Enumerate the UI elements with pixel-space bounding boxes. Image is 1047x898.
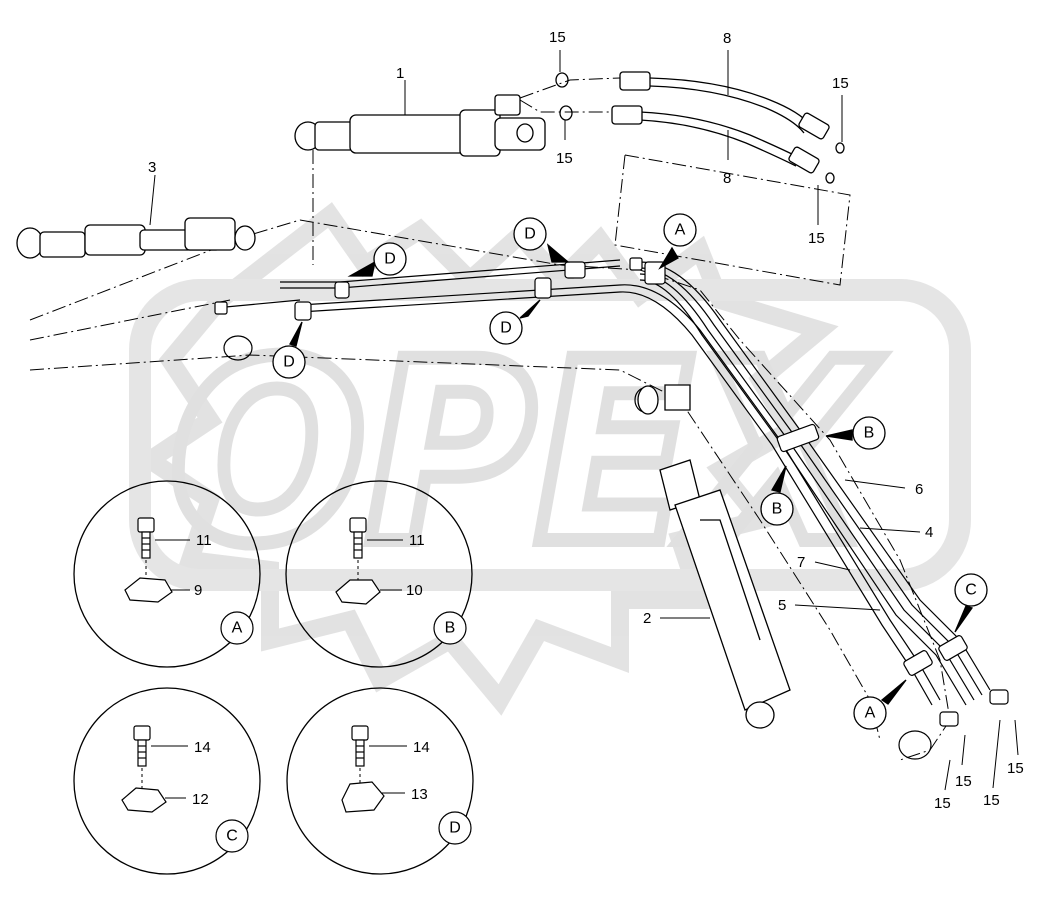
callout-c1: C xyxy=(965,582,977,599)
cylinder-1 xyxy=(294,94,546,157)
label-13: 13 xyxy=(411,786,428,803)
label-15g: 15 xyxy=(983,792,1000,809)
detail-a: 11 9 A xyxy=(73,480,261,668)
label-15a: 15 xyxy=(549,29,566,46)
callout-letters: D D A D D B B C A xyxy=(283,222,977,722)
label-7: 7 xyxy=(797,554,805,571)
pipe-fittings xyxy=(214,257,1009,727)
label-14b: 14 xyxy=(413,739,430,756)
bolt-icon xyxy=(137,517,155,559)
label-2: 2 xyxy=(643,610,651,627)
clamp-10-icon xyxy=(335,579,381,605)
connection-frame xyxy=(312,77,851,286)
detail-d: 14 13 D xyxy=(286,687,474,875)
callout-d1: D xyxy=(384,251,396,268)
bolt-icon xyxy=(351,725,369,767)
label-6: 6 xyxy=(915,481,923,498)
bolt-icon xyxy=(133,725,151,767)
label-11b: 11 xyxy=(409,532,425,549)
callout-b2: B xyxy=(772,501,783,518)
detail-d-letter: D xyxy=(449,820,461,837)
bolt-icon xyxy=(349,517,367,559)
detail-a-letter: A xyxy=(232,620,243,637)
label-11a: 11 xyxy=(196,532,212,549)
label-1: 1 xyxy=(396,65,404,82)
callout-d3: D xyxy=(500,320,512,337)
label-8b: 8 xyxy=(723,170,731,187)
label-4: 4 xyxy=(925,524,933,541)
hose-8-assembly xyxy=(555,71,845,184)
label-8a: 8 xyxy=(723,30,731,47)
clamp-13-icon xyxy=(341,781,385,813)
label-15c: 15 xyxy=(832,75,849,92)
label-3: 3 xyxy=(148,159,156,176)
detail-b: 11 10 B xyxy=(285,480,473,668)
cylinder-3 xyxy=(16,217,256,259)
label-12: 12 xyxy=(192,791,209,808)
detail-b-letter: B xyxy=(445,620,456,637)
leader-lines xyxy=(149,50,1019,791)
clamp-9-icon xyxy=(124,577,173,603)
label-9: 9 xyxy=(194,582,202,599)
callout-markers xyxy=(272,213,988,730)
callout-d2: D xyxy=(524,226,536,243)
part-number-labels: 1 3 15 15 8 8 15 15 6 4 7 5 2 15 15 15 1… xyxy=(148,29,1024,812)
label-15f: 15 xyxy=(955,773,972,790)
callout-d4: D xyxy=(283,354,295,371)
label-15b: 15 xyxy=(556,150,573,167)
callout-b1: B xyxy=(864,425,875,442)
label-5: 5 xyxy=(778,597,786,614)
pipe-clamps xyxy=(294,261,968,676)
label-15e: 15 xyxy=(934,795,951,812)
label-14a: 14 xyxy=(194,739,211,756)
cylinder-2 xyxy=(637,384,791,729)
clamp-12-icon xyxy=(121,787,167,813)
callout-a2: A xyxy=(865,705,876,722)
detail-c-letter: C xyxy=(226,828,238,845)
label-15h: 15 xyxy=(1007,760,1024,777)
detail-c: 14 12 C xyxy=(73,687,261,875)
label-15d: 15 xyxy=(808,230,825,247)
label-10: 10 xyxy=(406,582,423,599)
callout-a1: A xyxy=(675,222,686,239)
